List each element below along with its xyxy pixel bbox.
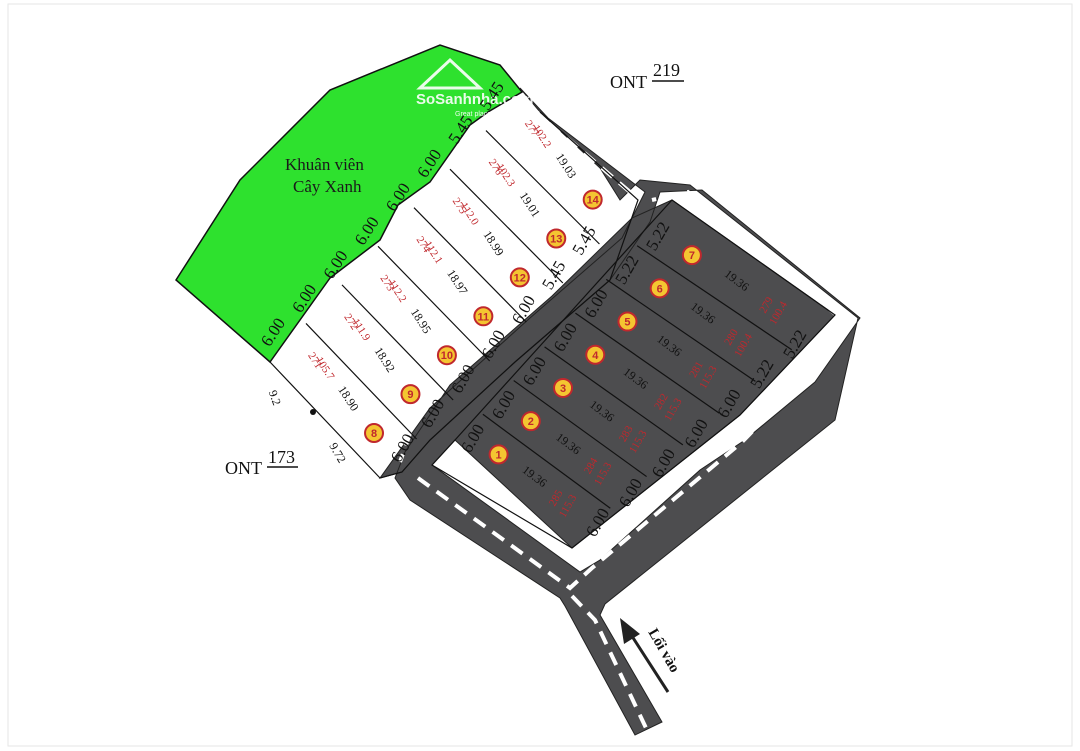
upper-lot-divider bbox=[305, 323, 418, 440]
ont-left-number: 173 bbox=[268, 447, 295, 467]
logo-watermark: SoSanhnha.com Great places for you bbox=[416, 57, 534, 118]
lot-badge-number: 2 bbox=[528, 416, 534, 428]
lot-badge-number: 3 bbox=[560, 383, 566, 395]
green-area-shape bbox=[175, 44, 524, 364]
upper-lot-divider bbox=[341, 284, 454, 401]
lot-badge-icon bbox=[649, 278, 670, 299]
lower-lot-dividers bbox=[482, 245, 793, 509]
lot-badge-number: 13 bbox=[550, 233, 562, 245]
lot-badge-icon bbox=[681, 245, 702, 266]
upper-lot-divider bbox=[449, 168, 564, 284]
upper-lot-dividers bbox=[305, 130, 600, 440]
road-centerline-upper bbox=[398, 106, 633, 463]
logo-tagline: Great places for you bbox=[455, 111, 518, 118]
ont-label-top: ONT 219 bbox=[610, 60, 684, 92]
ont-label-left: ONT 173 bbox=[225, 447, 298, 478]
lot-badge-icon bbox=[520, 411, 541, 432]
side-dim-1: 9.2 bbox=[266, 388, 284, 407]
lower-lot-divider bbox=[605, 278, 756, 382]
lot-badge-icon bbox=[364, 423, 385, 444]
entrance-arrow-icon bbox=[620, 618, 640, 644]
upper-lot-divider bbox=[485, 130, 600, 245]
road-centerline-loop bbox=[416, 189, 843, 591]
lot-badge-number: 10 bbox=[441, 350, 453, 362]
lot-badge-number: 12 bbox=[514, 272, 526, 284]
upper-block-outline bbox=[269, 111, 639, 479]
road-centerline-entrance bbox=[570, 594, 648, 729]
lower-lot-divider bbox=[513, 380, 647, 478]
lower-lot-divider bbox=[544, 346, 684, 446]
lot-badge-number: 9 bbox=[407, 389, 413, 401]
lot-badge-icon bbox=[582, 189, 603, 210]
entrance-arrow-shaft bbox=[626, 629, 670, 693]
lot-badge-number: 11 bbox=[478, 311, 490, 323]
logo-text: SoSanhnha.com bbox=[416, 91, 534, 108]
lot-badge-icon bbox=[436, 345, 457, 366]
lower-block-outline bbox=[431, 199, 836, 549]
upper-lot-divider bbox=[377, 245, 491, 362]
lot-badge-number: 1 bbox=[496, 449, 502, 461]
park-name-line2: Cây Xanh bbox=[293, 177, 362, 196]
lot-badge-icon bbox=[546, 228, 567, 249]
lot-badge-number: 5 bbox=[624, 317, 630, 329]
ont-top-number: 219 bbox=[653, 60, 680, 80]
lower-lot-divider bbox=[636, 245, 793, 351]
lot-badge-icon bbox=[488, 444, 509, 465]
lot-badge-number: 7 bbox=[689, 250, 695, 262]
lower-lot-divider bbox=[575, 312, 720, 414]
lot-badge-icon bbox=[617, 311, 638, 332]
ont-top-prefix: ONT bbox=[610, 72, 647, 92]
lot-badge-icon bbox=[473, 306, 494, 327]
lot-badge-icon bbox=[400, 384, 421, 405]
upper-lot-divider bbox=[413, 207, 527, 323]
lot-badge-icon bbox=[509, 267, 530, 288]
lot-badge-icon bbox=[553, 377, 574, 398]
park-area: Khuân viên Cây Xanh bbox=[175, 44, 524, 364]
lot-badge-number: 8 bbox=[371, 428, 377, 440]
lot-badge-number: 6 bbox=[657, 283, 663, 295]
park-name-line1: Khuân viên bbox=[285, 155, 364, 174]
boundary-marker bbox=[310, 409, 316, 415]
house-icon bbox=[416, 57, 484, 90]
lower-lot-divider bbox=[482, 413, 611, 509]
ont-left-prefix: ONT bbox=[225, 458, 262, 478]
lot-badge-number: 4 bbox=[592, 350, 599, 362]
lot-badge-number: 14 bbox=[587, 195, 600, 207]
lot-badge-icon bbox=[585, 344, 606, 365]
